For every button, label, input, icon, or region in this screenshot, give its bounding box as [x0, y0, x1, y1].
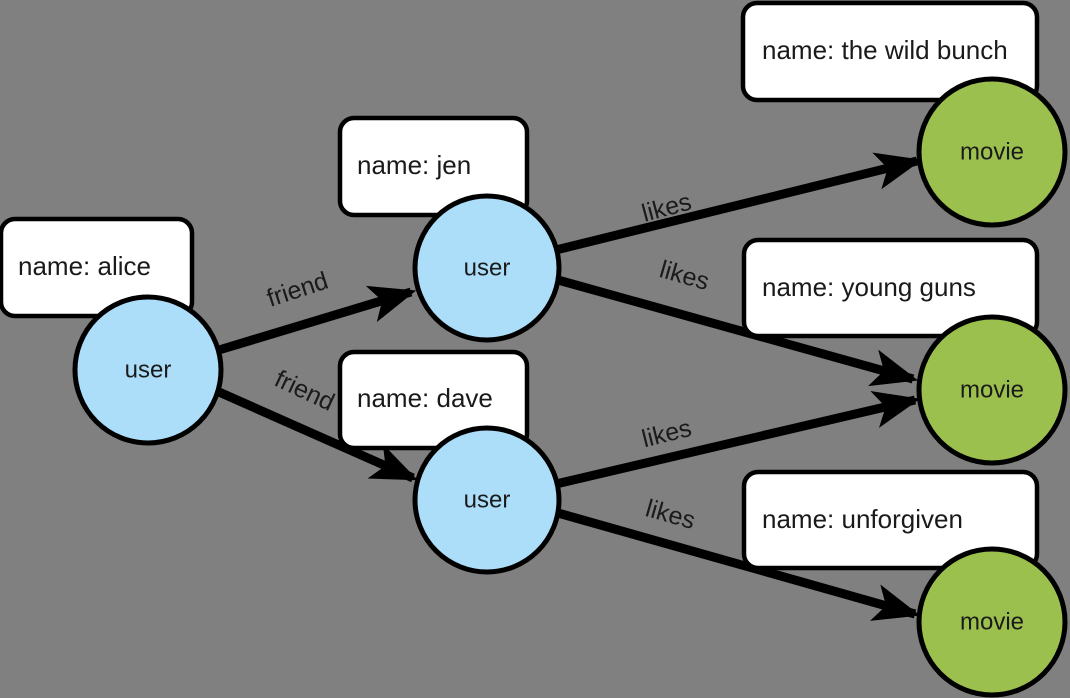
- node-circle-unforgiven: [916, 546, 1068, 698]
- property-box-unforgiven[interactable]: name: unforgiven: [741, 469, 1040, 571]
- property-box-label-jen: name: jen: [357, 150, 471, 180]
- property-box-frame-jen: [337, 115, 530, 218]
- edge-label-alice-friend-jen: friend: [264, 267, 332, 313]
- edge-alice-friend-jen[interactable]: [217, 285, 417, 355]
- edge-alice-friend-dave[interactable]: [217, 387, 418, 483]
- property-box-label-wild_bunch: name: the wild bunch: [762, 35, 1008, 65]
- edge-jen-likes-younguns[interactable]: [556, 275, 919, 387]
- edge-label-dave-likes-younguns: likes: [639, 414, 694, 453]
- node-circle-alice: [72, 294, 224, 446]
- property-box-dave[interactable]: name: dave: [337, 349, 530, 451]
- node-alice[interactable]: user: [72, 294, 224, 446]
- property-box-wild_bunch[interactable]: name: the wild bunch: [740, 0, 1040, 103]
- edge-label-dave-likes-unforgiven: likes: [642, 494, 698, 535]
- property-box-frame-wild_bunch: [740, 0, 1040, 103]
- node-type-label-alice: user: [125, 356, 172, 383]
- node-dave[interactable]: user: [412, 425, 562, 575]
- edge-label-jen-likes-younguns: likes: [656, 255, 712, 296]
- node-type-label-unforgiven: movie: [960, 608, 1024, 635]
- node-type-label-young_guns: movie: [960, 376, 1024, 403]
- property-box-young_guns[interactable]: name: young guns: [741, 237, 1040, 339]
- property-box-frame-young_guns: [741, 237, 1040, 339]
- property-box-jen[interactable]: name: jen: [337, 115, 530, 218]
- node-circle-jen: [412, 193, 562, 343]
- property-box-frame-dave: [337, 349, 530, 451]
- node-circle-dave: [412, 425, 562, 575]
- node-circle-wild_bunch: [916, 76, 1068, 228]
- property-box-alice[interactable]: name: alice: [0, 216, 195, 319]
- edge-label-alice-friend-dave: friend: [270, 365, 339, 417]
- edge-dave-likes-unforgiven[interactable]: [556, 508, 921, 621]
- node-young_guns[interactable]: movie: [916, 314, 1068, 466]
- property-boxes-layer: name: alice name: jen name: dave name: the …: [0, 0, 1040, 571]
- node-circle-young_guns: [916, 314, 1068, 466]
- node-type-label-wild_bunch: movie: [960, 138, 1024, 165]
- node-unforgiven[interactable]: movie: [916, 546, 1068, 698]
- node-type-label-jen: user: [464, 254, 511, 281]
- property-box-label-unforgiven: name: unforgiven: [762, 504, 963, 534]
- property-box-label-young_guns: name: young guns: [762, 272, 976, 302]
- edges-layer: [217, 152, 923, 621]
- node-wild_bunch[interactable]: movie: [916, 76, 1068, 228]
- node-type-label-dave: user: [464, 486, 511, 513]
- property-box-label-dave: name: dave: [357, 383, 493, 413]
- property-box-frame-unforgiven: [741, 469, 1040, 571]
- edge-dave-likes-younguns[interactable]: [554, 391, 921, 489]
- nodes-layer: user user user movie movie movie: [72, 76, 1068, 698]
- node-jen[interactable]: user: [412, 193, 562, 343]
- property-box-label-alice: name: alice: [18, 251, 151, 281]
- edge-jen-likes-wildbunch[interactable]: [554, 152, 923, 255]
